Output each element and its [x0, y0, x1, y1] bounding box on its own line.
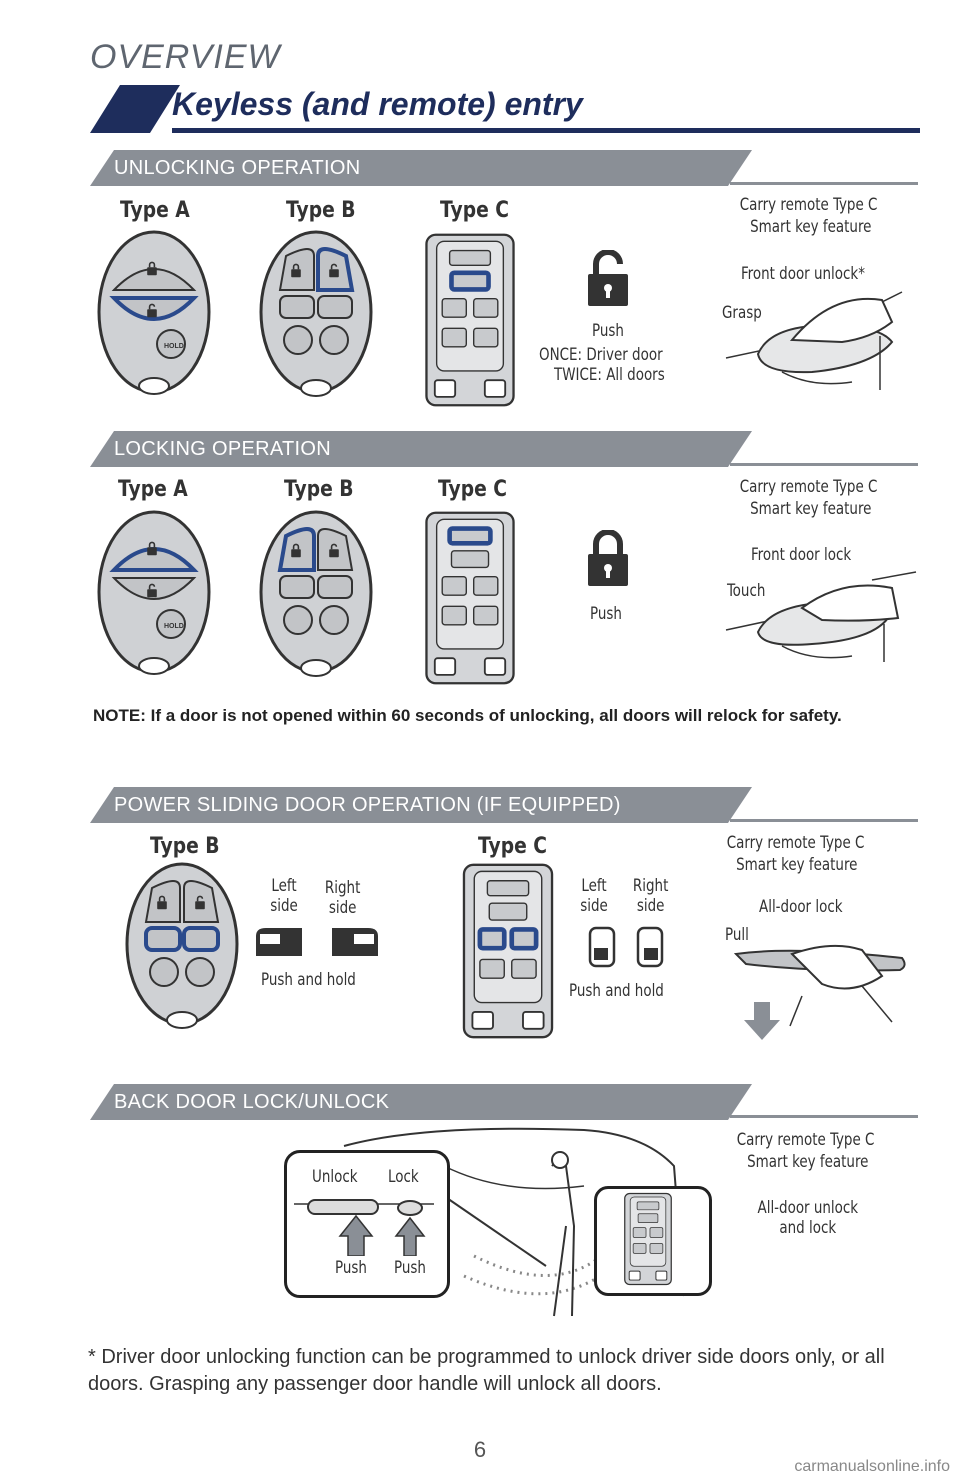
sliding-carry-text: Carry remote Type C [726, 833, 865, 853]
backdoor-heading: BACK DOOR LOCK/UNLOCK [114, 1091, 390, 1113]
all-door-lock-text: All-door lock [759, 897, 843, 917]
unlock-fob-type-b [259, 230, 373, 397]
sliding-b-left-side-text: side [270, 896, 298, 916]
pull-text: Pull [725, 925, 749, 945]
unlock-carry-text: Carry remote Type C [739, 195, 878, 215]
sliding-b-right-side-text: side [328, 898, 357, 918]
sliding-c-left-side-text: side [580, 896, 608, 916]
unlock-once-text: ONCE: Driver door [539, 345, 663, 365]
pull-handle-illustration [733, 944, 906, 1040]
page-number: 6 [473, 1437, 487, 1462]
sliding-heading: POWER SLIDING DOOR OPERATION (IF EQUIPPE… [114, 794, 621, 816]
lock-fob-type-b [259, 510, 373, 677]
lock-push-text: Push [590, 604, 622, 624]
unlock-type-c-label: Type C [440, 198, 510, 223]
sliding-c-right-side-text: side [636, 896, 665, 916]
sliding-b-push-hold: Push and hold [261, 970, 356, 990]
relock-note: NOTE: If a door is not opened within 60 … [93, 706, 842, 725]
touch-text: Touch [727, 581, 766, 601]
van-side-icons [256, 928, 378, 956]
front-door-unlock-text: Front door unlock* [741, 264, 865, 284]
sliding-heading-rule [730, 819, 918, 822]
unlock-push-text: Push [592, 321, 624, 341]
unlock-twice-text: TWICE: All doors [554, 365, 665, 385]
unlock-fob-type-a: HOLD [97, 230, 211, 395]
front-door-lock-text: Front door lock [751, 545, 852, 565]
locking-heading: LOCKING OPERATION [114, 438, 331, 460]
all-door-unlock-text: All-door unlock [757, 1198, 859, 1218]
sliding-type-b-label: Type B [150, 834, 220, 859]
sliding-b-left-text: Left [271, 876, 297, 896]
back-smartkey-text: Smart key feature [747, 1152, 869, 1172]
unlocking-heading-rule [730, 182, 918, 185]
unlock-smartkey-text: Smart key feature [750, 217, 872, 237]
lock-glyph-icon [588, 530, 628, 586]
unlock-type-a-label: Type A [120, 198, 190, 223]
back-push-lock-text: Push [394, 1258, 426, 1278]
lock-smartkey-text: Smart key feature [750, 499, 872, 519]
page-title: Keyless (and remote) entry [172, 86, 583, 122]
lock-type-a-label: Type A [118, 477, 188, 502]
watermark: carmanualsonline.info [794, 1458, 950, 1475]
unlock-type-b-label: Type B [286, 198, 356, 223]
back-door-fob-type-c [616, 1192, 680, 1286]
unlocking-heading-bar [90, 150, 752, 186]
sliding-fob-type-c [460, 862, 556, 1040]
title-underline [172, 128, 920, 133]
back-carry-text: Carry remote Type C [736, 1130, 875, 1150]
sliding-c-right-text: Right [632, 876, 669, 896]
svg-text:HOLD: HOLD [164, 343, 184, 350]
back-door-switch-inset [284, 1150, 450, 1298]
grasp-text: Grasp [722, 303, 762, 323]
sliding-smartkey-text: Smart key feature [736, 855, 858, 875]
lock-type-b-label: Type B [284, 477, 354, 502]
sliding-door-button-icons [588, 926, 664, 968]
locking-heading-rule [730, 463, 918, 466]
sliding-type-c-label: Type C [478, 834, 548, 859]
sliding-c-left-text: Left [581, 876, 607, 896]
sliding-heading-bar [90, 787, 752, 823]
door-handle-grasp-illustration [725, 291, 903, 390]
backdoor-heading-bar [90, 1084, 752, 1120]
unlock-glyph-icon [588, 250, 628, 306]
sliding-fob-type-b [125, 862, 239, 1029]
back-door-switch-arrows [294, 1199, 434, 1256]
lock-fob-type-a: HOLD [97, 510, 211, 675]
section-overview-label: OVERVIEW [90, 38, 281, 76]
sliding-c-push-hold: Push and hold [569, 981, 664, 1001]
locking-heading-bar [90, 431, 752, 467]
and-lock-text: and lock [779, 1218, 837, 1238]
lock-type-c-label: Type C [438, 477, 508, 502]
unlock-fob-type-c [420, 232, 520, 408]
back-unlock-text: Unlock [312, 1167, 358, 1187]
lock-fob-type-c [420, 510, 520, 686]
svg-text:HOLD: HOLD [164, 623, 184, 630]
sliding-b-right-text: Right [324, 878, 361, 898]
back-push-unlock-text: Push [335, 1258, 367, 1278]
back-lock-text: Lock [388, 1167, 419, 1187]
footnote: * Driver door unlocking function can be … [88, 1346, 885, 1395]
backdoor-heading-rule [730, 1115, 918, 1118]
title-flag-shape [90, 85, 180, 133]
unlocking-heading: UNLOCKING OPERATION [114, 157, 361, 179]
lock-carry-text: Carry remote Type C [739, 477, 878, 497]
door-handle-touch-illustration [725, 571, 917, 662]
